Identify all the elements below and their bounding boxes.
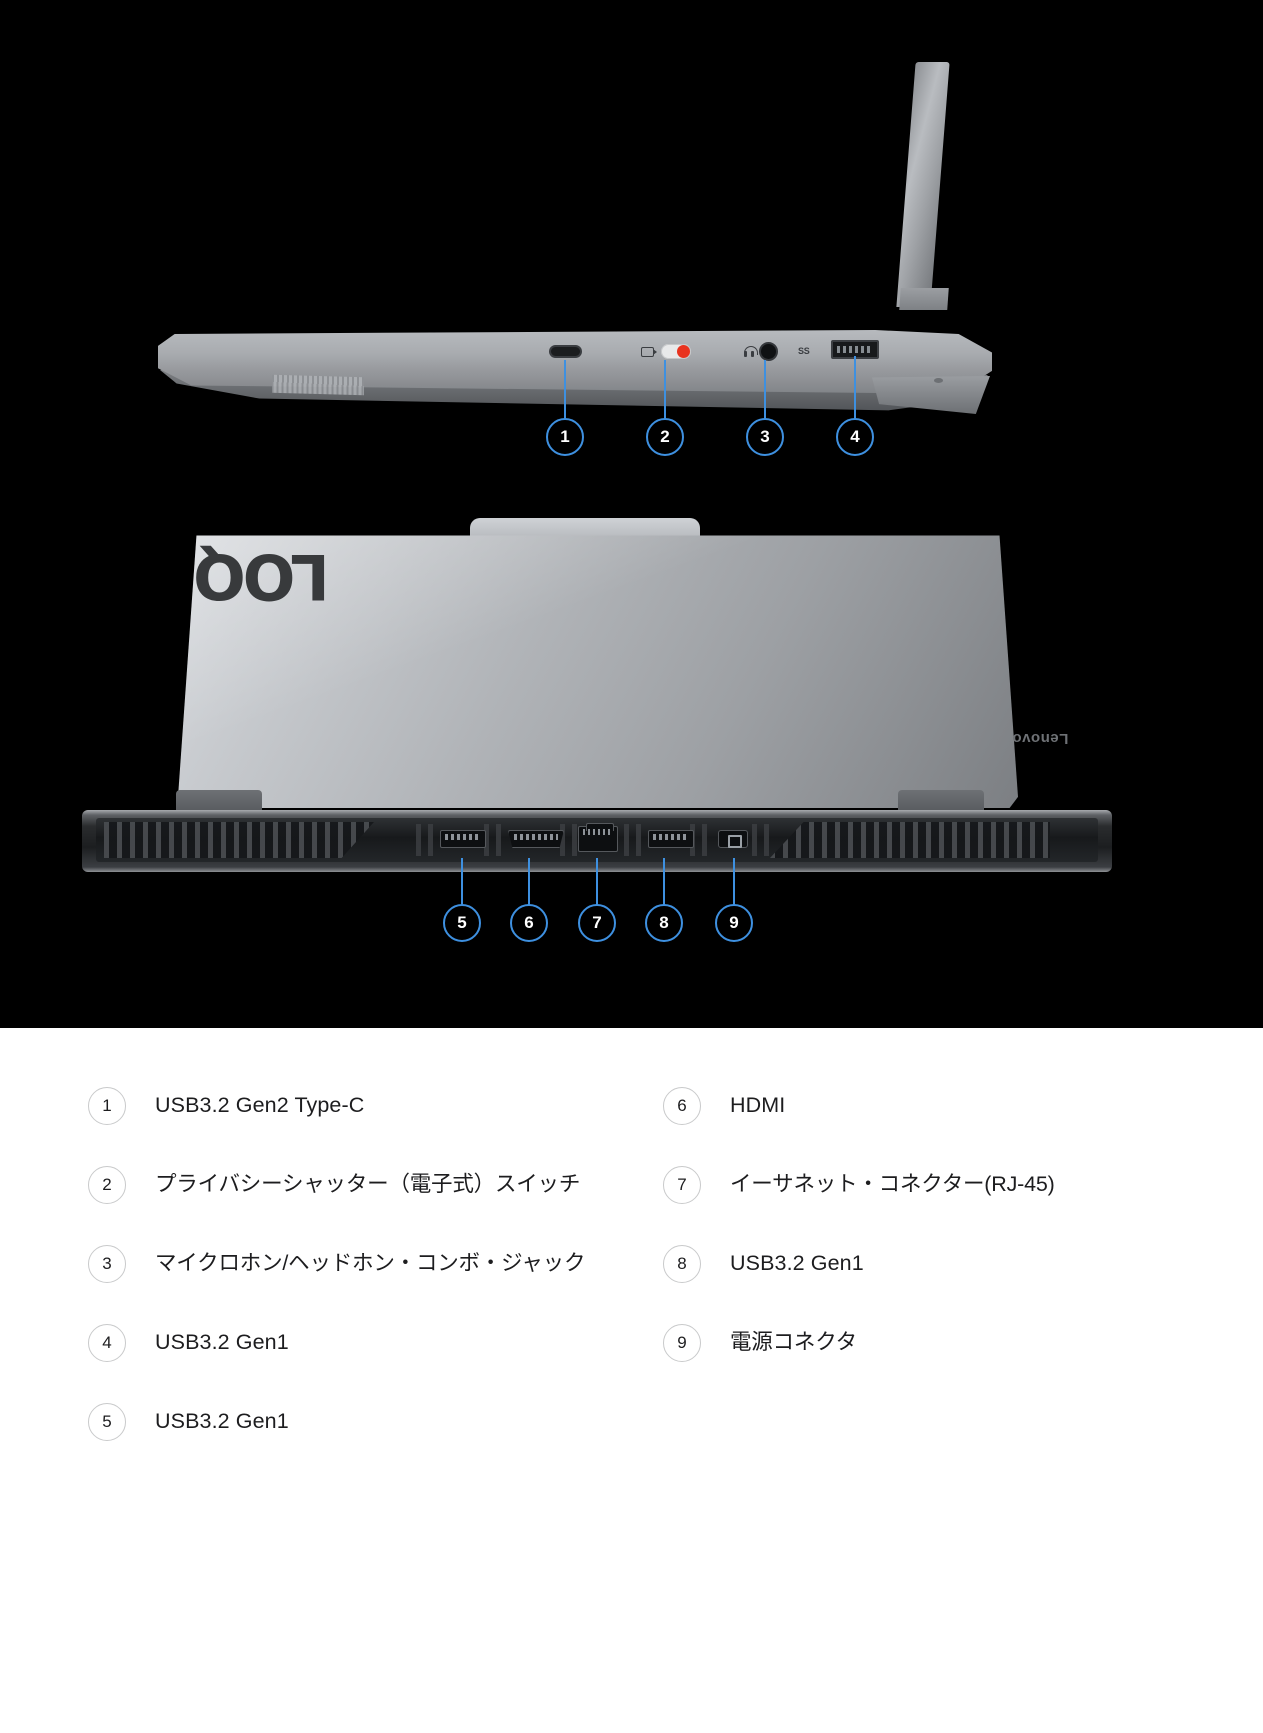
- loq-logo: LOQ: [196, 540, 330, 613]
- legend-number-6: 6: [663, 1086, 701, 1125]
- callout-badge-6[interactable]: 6: [510, 904, 548, 942]
- callout-leader-line: [528, 858, 530, 906]
- legend-label-3: マイクロホン/ヘッドホン・コンボ・ジャック: [155, 1251, 586, 1276]
- callout-leader-line: [564, 360, 566, 420]
- legend-label-7: イーサネット・コネクター(RJ-45): [730, 1172, 1055, 1197]
- rear-divider: [484, 824, 489, 856]
- privacy-shutter-knob: [677, 345, 690, 358]
- legend-label-4: USB3.2 Gen1: [155, 1330, 289, 1355]
- legend-item-1: 1 USB3.2 Gen2 Type-C: [88, 1066, 658, 1145]
- usb-c-port: [549, 345, 582, 358]
- legend-number-8: 8: [663, 1244, 701, 1283]
- legend-item-3: 3 マイクロホン/ヘッドホン・コンボ・ジャック: [88, 1224, 658, 1303]
- legend-label-8: USB3.2 Gen1: [730, 1251, 864, 1276]
- legend-number-3: 3: [88, 1244, 126, 1283]
- legend-item-6: 6 HDMI: [663, 1066, 1243, 1145]
- hdmi-port: [508, 830, 564, 848]
- speaker-vent-grille: [272, 374, 364, 396]
- legend-label-1: USB3.2 Gen2 Type-C: [155, 1093, 365, 1118]
- laptop-screen-hinge: [899, 288, 949, 310]
- legend-item-4: 4 USB3.2 Gen1: [88, 1303, 658, 1382]
- legend-number-7: 7: [663, 1165, 701, 1204]
- legend-item-2: 2 プライバシーシャッター（電子式）スイッチ: [88, 1145, 658, 1224]
- laptop-rear-view: LOQ Lenovo: [0, 500, 1263, 970]
- callout-leader-line: [854, 356, 856, 420]
- legend-label-6: HDMI: [730, 1093, 786, 1118]
- legend-number-9: 9: [663, 1323, 701, 1362]
- laptop-side-view: SS: [0, 0, 1263, 470]
- callout-badge-5[interactable]: 5: [443, 904, 481, 942]
- callout-leader-line: [596, 858, 598, 906]
- rear-vent-right: [770, 822, 1050, 858]
- legend-item-7: 7 イーサネット・コネクター(RJ-45): [663, 1145, 1243, 1224]
- legend-item-8: 8 USB3.2 Gen1: [663, 1224, 1243, 1303]
- callout-badge-4[interactable]: 4: [836, 418, 874, 456]
- callout-leader-line: [664, 360, 666, 420]
- callout-badge-8[interactable]: 8: [645, 904, 683, 942]
- privacy-shutter-switch[interactable]: [661, 344, 691, 359]
- rear-vent-left: [104, 822, 374, 858]
- headphone-icon: [744, 346, 758, 358]
- callout-badge-7[interactable]: 7: [578, 904, 616, 942]
- rear-divider: [624, 824, 629, 856]
- rear-divider: [416, 824, 421, 856]
- callout-leader-line: [764, 360, 766, 420]
- legend-column-left: 1 USB3.2 Gen2 Type-C 2 プライバシーシャッター（電子式）ス…: [88, 1066, 658, 1461]
- rear-divider: [636, 824, 641, 856]
- lid-top-hump: [470, 518, 700, 540]
- legend-label-2: プライバシーシャッター（電子式）スイッチ: [155, 1172, 581, 1197]
- rear-divider: [560, 824, 565, 856]
- ethernet-port: [578, 823, 618, 852]
- callout-leader-line: [733, 858, 735, 906]
- usb-a-port: [648, 830, 694, 848]
- callout-badge-2[interactable]: 2: [646, 418, 684, 456]
- port-legend: 1 USB3.2 Gen2 Type-C 2 プライバシーシャッター（電子式）ス…: [0, 1028, 1263, 1733]
- product-photo-hero: SS 1 2 3 4 LOQ Lenovo: [0, 0, 1263, 1028]
- legend-number-5: 5: [88, 1402, 126, 1441]
- power-connector: [718, 830, 748, 848]
- audio-combo-jack: [759, 342, 778, 361]
- legend-item-9: 9 電源コネクタ: [663, 1303, 1243, 1382]
- rear-divider: [752, 824, 757, 856]
- legend-column-right: 6 HDMI 7 イーサネット・コネクター(RJ-45) 8 USB3.2 Ge…: [663, 1066, 1243, 1382]
- camera-icon: [641, 347, 657, 357]
- legend-label-9: 電源コネクタ: [730, 1330, 857, 1355]
- laptop-screen-panel: [896, 62, 950, 307]
- superspeed-icon: SS: [798, 346, 810, 356]
- rear-divider: [702, 824, 707, 856]
- legend-label-5: USB3.2 Gen1: [155, 1409, 289, 1434]
- legend-number-2: 2: [88, 1165, 126, 1204]
- rear-divider: [496, 824, 501, 856]
- legend-item-5: 5 USB3.2 Gen1: [88, 1382, 658, 1461]
- callout-badge-1[interactable]: 1: [546, 418, 584, 456]
- rear-divider: [572, 824, 577, 856]
- callout-leader-line: [663, 858, 665, 906]
- legend-number-4: 4: [88, 1323, 126, 1362]
- rear-divider: [764, 824, 769, 856]
- laptop-lid: [178, 535, 1018, 808]
- callout-leader-line: [461, 858, 463, 906]
- legend-number-1: 1: [88, 1086, 126, 1125]
- lenovo-logo: Lenovo: [1012, 730, 1069, 747]
- callout-badge-3[interactable]: 3: [746, 418, 784, 456]
- chassis-detail-dot: [934, 378, 943, 383]
- usb-a-port: [440, 830, 486, 848]
- callout-badge-9[interactable]: 9: [715, 904, 753, 942]
- rear-divider: [428, 824, 433, 856]
